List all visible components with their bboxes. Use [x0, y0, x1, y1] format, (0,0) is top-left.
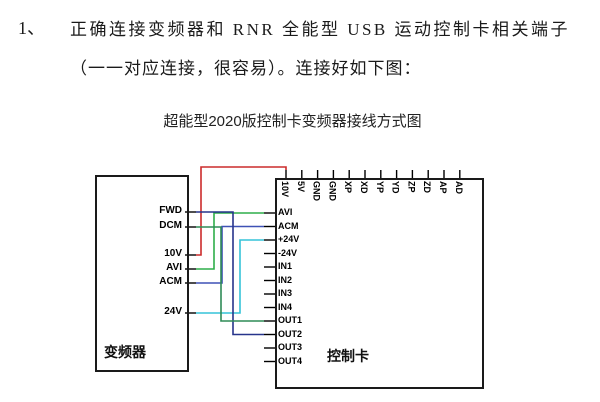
card-top-pin-ZP-8: ZP [406, 181, 417, 193]
card-pin-IN2: IN2 [278, 274, 293, 285]
wire-AVI-to-AVI [196, 212, 264, 270]
card-pin-ACM: ACM [278, 220, 299, 231]
card-pin-AVI: AVI [278, 207, 293, 217]
card-top-pin-AP-10: AP [438, 181, 448, 194]
card-top-pin-YP-6: YP [374, 181, 385, 194]
inverter-box [95, 175, 189, 372]
card-pin--24V: -24V [278, 247, 298, 258]
card-pin-IN1: IN1 [278, 261, 293, 271]
card-pin-OUT4: OUT4 [278, 355, 303, 366]
inverter-terminal-10V: 10V [164, 248, 182, 259]
inverter-terminal-24V: 24V [164, 306, 182, 317]
wire-10V-to-10V [196, 166, 287, 256]
card-pin-OUT3: OUT3 [278, 342, 303, 352]
wire-24V-to-+24V [196, 239, 264, 314]
wire-ACM-to-ACM [196, 225, 264, 284]
wire-FWD-to-OUT2 [196, 211, 264, 336]
card-pin-+24V: +24V [278, 234, 300, 244]
instruction-text-line2: （一一对应连接，很容易）。连接好如下图： [70, 59, 422, 78]
list-number: 1、 [18, 18, 45, 38]
card-top-pin-ZD-9: ZD [422, 181, 433, 193]
wire-DCM-to-OUT1 [196, 226, 264, 322]
card-pin-IN3: IN3 [278, 288, 293, 298]
inverter-label: 变频器 [104, 344, 146, 360]
card-top-pin-GND-3: GND [327, 181, 338, 201]
card-top-pin-10V-0: 10V [280, 181, 290, 198]
card-top-pin-AD-11: AD [453, 181, 464, 194]
control-card-box [275, 178, 484, 389]
inverter-terminal-DCM: DCM [159, 220, 182, 231]
card-top-pin-YD-7: YD [390, 181, 401, 194]
inverter-terminal-ACM: ACM [159, 276, 182, 287]
card-top-pin-XD-5: XD [359, 181, 369, 194]
instruction-text-line1: 正确连接变频器和 RNR 全能型 USB 运动控制卡相关端子 [70, 20, 571, 39]
control-card-label: 控制卡 [327, 348, 369, 364]
card-top-pin-5V-1: 5V [295, 181, 306, 193]
card-top-pin-GND-2: GND [311, 181, 322, 201]
figure-title: 超能型2020版控制卡变频器接线方式图 [163, 113, 422, 130]
card-pin-IN4: IN4 [278, 301, 293, 312]
card-pin-OUT1: OUT1 [278, 315, 303, 325]
inverter-terminal-AVI: AVI [166, 262, 182, 273]
card-pin-OUT2: OUT2 [278, 328, 303, 339]
card-top-pin-XP-4: XP [343, 181, 354, 194]
inverter-terminal-FWD: FWD [159, 205, 182, 216]
